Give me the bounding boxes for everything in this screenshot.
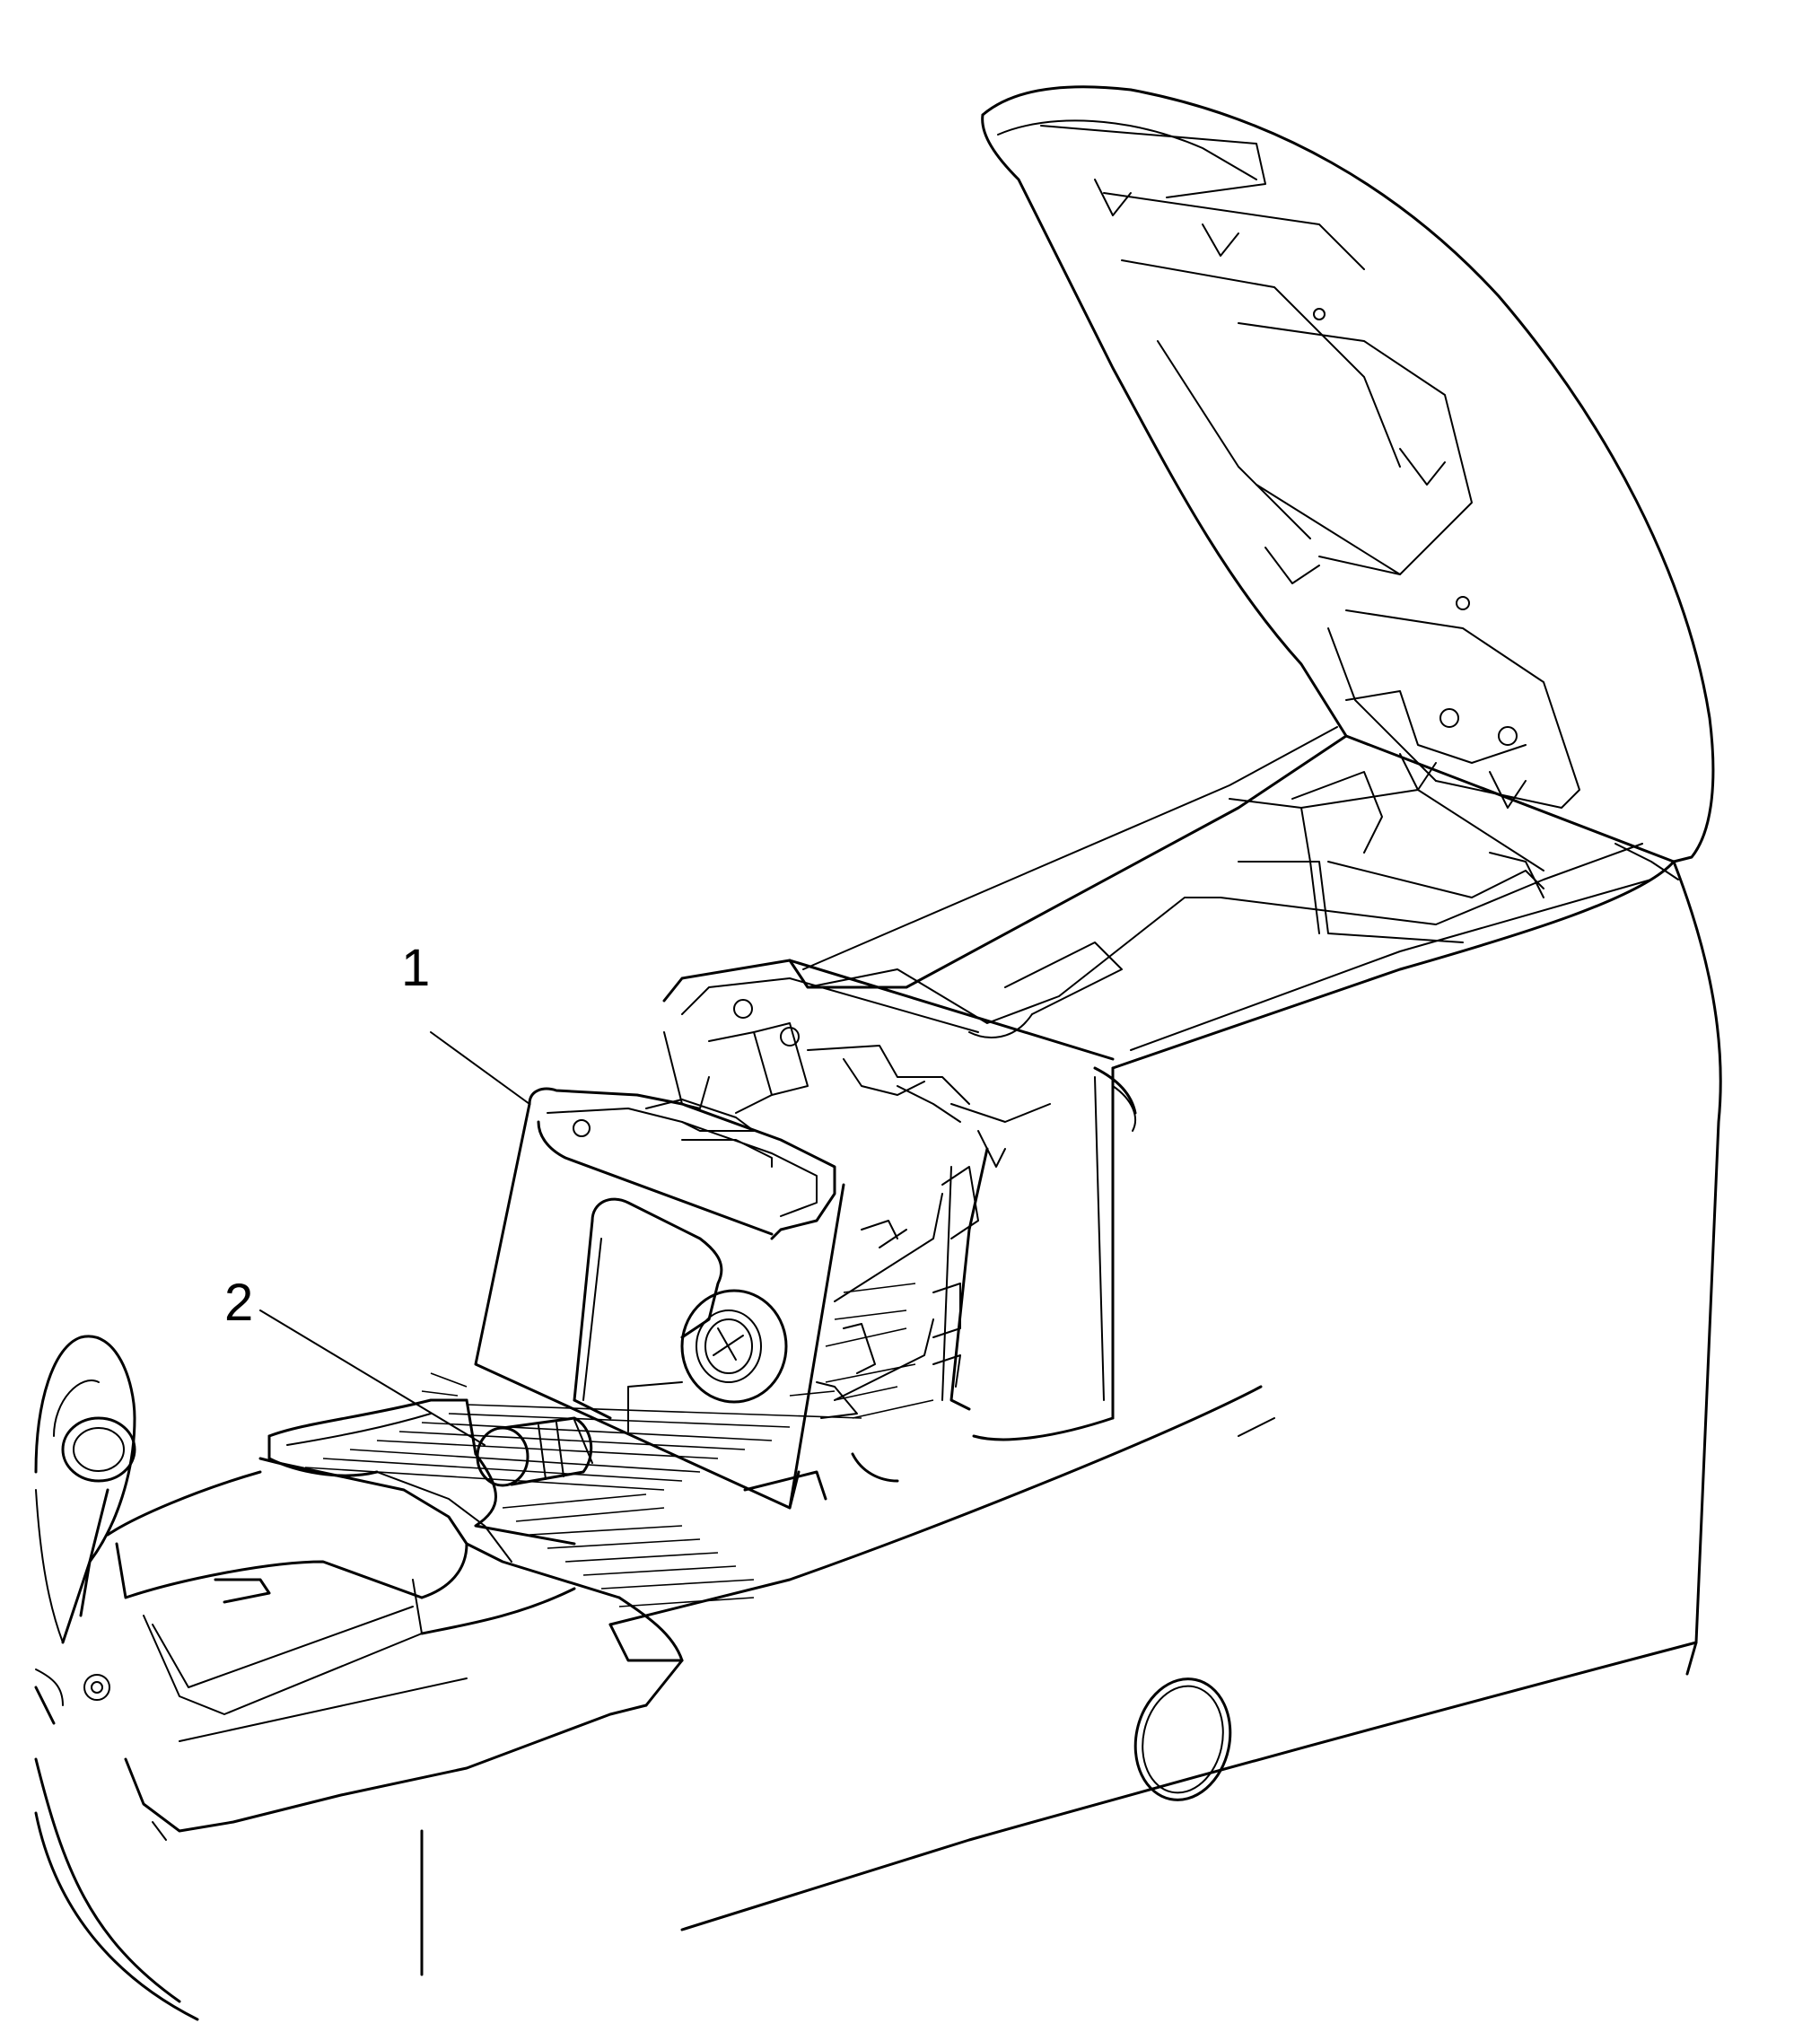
leader-line-2-socket <box>627 1381 683 1432</box>
console-trim-panel <box>474 1087 845 1510</box>
shift-lever <box>34 1335 199 2021</box>
console-side-button <box>1133 1677 1232 1801</box>
console-rear-frame <box>662 959 1115 1419</box>
leader-line-1 <box>430 1031 530 1105</box>
power-outlet-plug <box>476 1416 593 1487</box>
leader-line-clip-lower <box>834 1318 934 1401</box>
console-body <box>608 860 1722 1931</box>
floor-tray <box>267 1283 934 1662</box>
armrest-lid <box>981 85 1715 863</box>
storage-bin <box>788 726 1679 1132</box>
front-console-cover <box>83 1457 684 1841</box>
power-outlet-socket <box>680 1289 788 1404</box>
callout-1: 1 <box>401 939 430 997</box>
leader-line-clip-upper <box>834 1193 943 1302</box>
callout-2: 2 <box>224 1274 253 1332</box>
leader-line-2 <box>259 1309 486 1446</box>
